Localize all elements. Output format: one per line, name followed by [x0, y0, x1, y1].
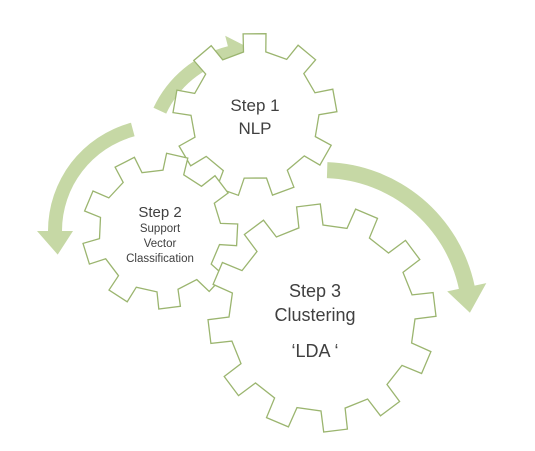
gear-step1-icon — [172, 33, 338, 197]
step3-title: Step 3 — [288, 281, 342, 301]
step2-line-vector: Vector — [143, 238, 177, 250]
arrows-layer — [37, 35, 487, 313]
step3-label: Step 3 Clustering ‘LDA ‘ — [250, 279, 380, 363]
arrow-step2-left — [37, 122, 135, 255]
step2-line-classification: Classification — [126, 253, 194, 265]
step1-name: NLP — [238, 119, 272, 138]
gears-layer — [82, 33, 437, 433]
step3-extra: ‘LDA ‘ — [291, 341, 339, 361]
step1-title: Step 1 — [230, 96, 280, 115]
step1-label: Step 1 NLP — [215, 94, 295, 140]
step2-title: Step 2 — [138, 204, 182, 221]
arrow-step3-right — [326, 162, 487, 313]
gear-step3-icon — [207, 203, 437, 433]
step3-name: Clustering — [274, 305, 356, 325]
gear-step2-icon — [82, 152, 239, 310]
arrow-step1-top — [153, 35, 254, 114]
step2-line-support: Support — [139, 223, 181, 235]
step2-label: Step 2 Support Vector Classification — [110, 203, 210, 267]
